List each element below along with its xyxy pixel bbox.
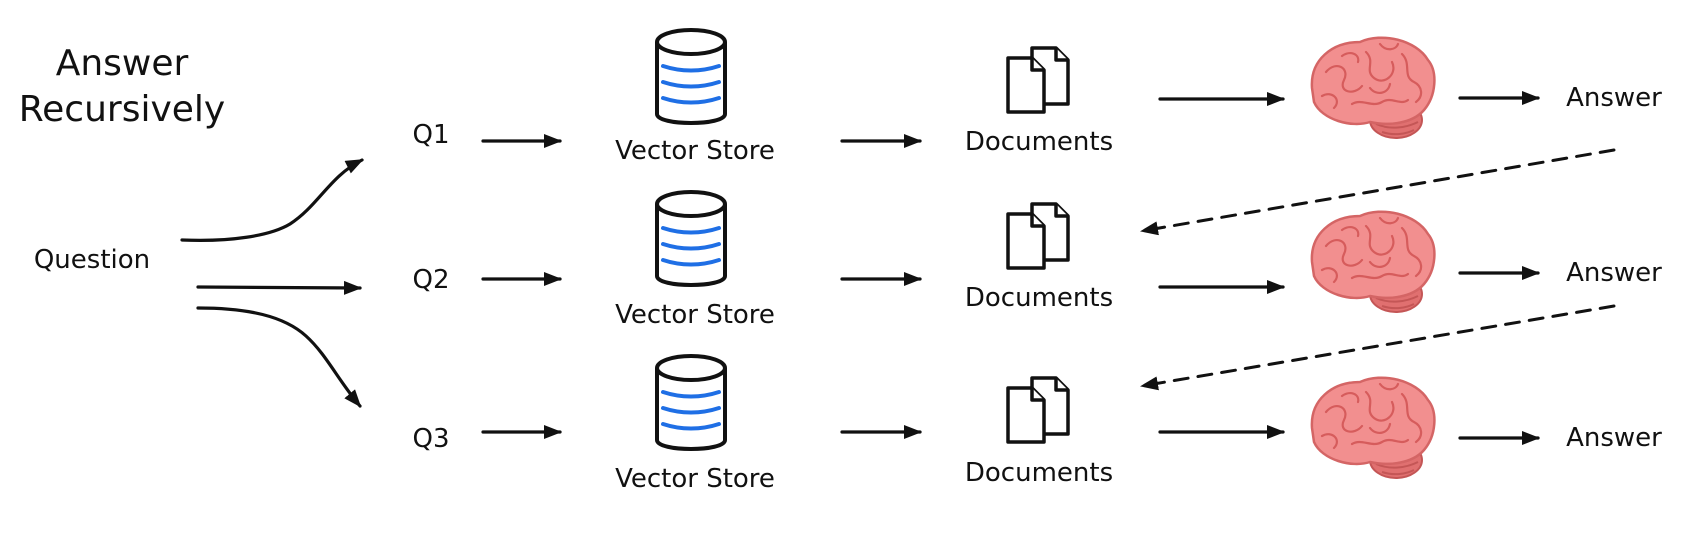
brain-icon (1310, 210, 1436, 314)
vector-store-icon (655, 354, 727, 451)
documents-icon (1006, 376, 1070, 444)
query-label-q3: Q3 (412, 424, 449, 454)
query-label-q2: Q2 (412, 265, 449, 295)
fanout-arrow-q1 (180, 158, 364, 242)
fanout-arrow-q2 (196, 280, 362, 295)
diagram-title-line-1: Answer (56, 43, 189, 84)
answer-label-2: Answer (1566, 258, 1662, 288)
vector-store-label-1: Vector Store (615, 136, 775, 166)
documents-label-3: Documents (965, 458, 1113, 488)
query-label-q1: Q1 (412, 120, 449, 150)
documents-label-1: Documents (965, 127, 1113, 157)
documents-label-2: Documents (965, 283, 1113, 313)
answer-label-3: Answer (1566, 423, 1662, 453)
documents-icon (1006, 202, 1070, 270)
brain-icon (1310, 36, 1436, 140)
fanout-arrow-q3 (196, 306, 362, 408)
vector-store-label-2: Vector Store (615, 300, 775, 330)
diagram-title-line-2: Recursively (19, 89, 225, 130)
row-1: Q1 Vector Store Documents Answer (412, 28, 1662, 166)
documents-icon (1006, 46, 1070, 114)
recursive-feedback-arrow-1 (1140, 148, 1616, 236)
row-3: Q3 Vector Store Documents Answer (412, 354, 1662, 494)
vector-store-label-3: Vector Store (615, 464, 775, 494)
vector-store-icon (655, 28, 727, 125)
answer-label-1: Answer (1566, 83, 1662, 113)
recursive-feedback-arrow-2 (1140, 304, 1616, 391)
row-2: Q2 Vector Store Documents Answer (412, 190, 1662, 330)
brain-icon (1310, 376, 1436, 480)
vector-store-icon (655, 190, 727, 287)
question-label: Question (34, 245, 150, 275)
